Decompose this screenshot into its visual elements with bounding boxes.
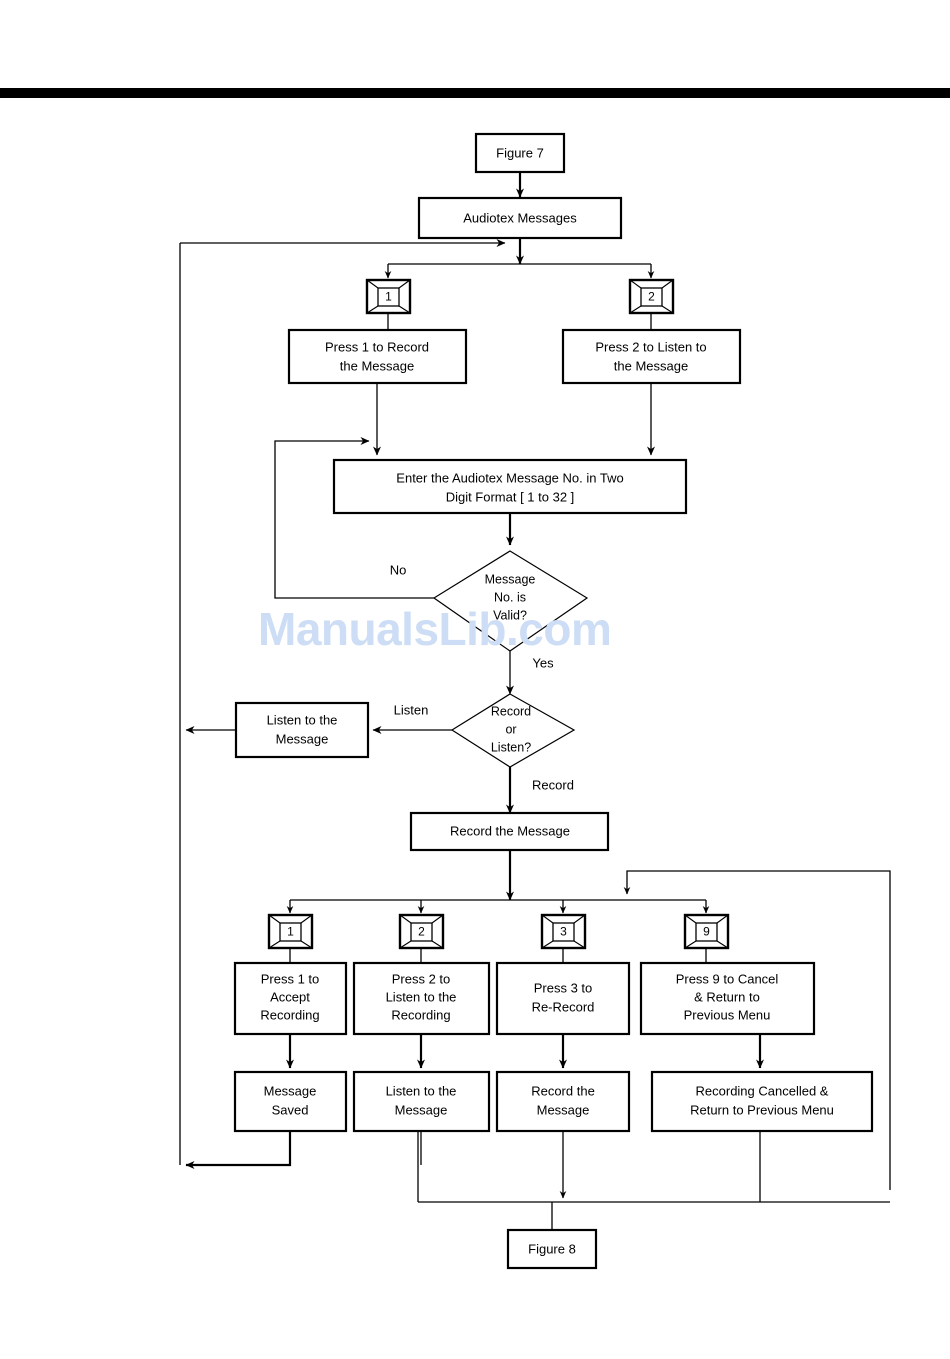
node-press2-listen-recording[interactable] [352, 961, 491, 1036]
node-listen-message-bottom[interactable] [352, 1070, 491, 1133]
node-press9-cancel-line1: Press 9 to Cancel [676, 971, 779, 986]
node-press9-cancel[interactable] [639, 961, 816, 1036]
node-figure7-label: Figure 7 [496, 145, 544, 160]
node-recordmsg2-line1: Record the [531, 1083, 595, 1098]
node-record-the-message[interactable] [409, 811, 610, 852]
node-press2-listen[interactable] [561, 328, 742, 385]
node-valid-line3: Valid? [493, 608, 527, 622]
node-recording-cancelled[interactable] [650, 1070, 874, 1133]
node-message-saved-line1: Message [264, 1083, 317, 1098]
node-figure8-label: Figure 8 [528, 1241, 576, 1256]
keypad-b1-label: 1 [287, 925, 294, 939]
node-press9-cancel-line2: & Return to [694, 989, 760, 1004]
node-record-msg-label: Record the Message [450, 823, 570, 838]
header-rule [0, 88, 950, 98]
node-recordlisten-line3: Listen? [491, 740, 531, 754]
keypad-1-icon[interactable]: 1 [365, 278, 412, 315]
node-press3-rerecord-line2: Re-Record [532, 999, 595, 1014]
node-enter-message-no-line1: Enter the Audiotex Message No. in Two [396, 470, 623, 485]
keypad-b3-label: 3 [560, 925, 567, 939]
node-press3-rerecord-line1: Press 3 to [534, 980, 593, 995]
edge-label-listen: Listen [394, 702, 429, 717]
edge-right-return-rail [623, 870, 891, 1190]
node-recordlisten-line2: or [505, 722, 516, 736]
edge-label-no: No [390, 562, 407, 577]
node-listenmsg2-line1: Listen to the [386, 1083, 457, 1098]
keypad-b3-icon[interactable]: 3 [540, 913, 587, 950]
keypad-2-icon[interactable]: 2 [628, 278, 675, 315]
node-press1-record-line1: Press 1 to Record [325, 339, 429, 354]
node-record-or-listen-decision[interactable]: Record or Listen? [450, 693, 576, 768]
keypad-1-label: 1 [385, 290, 392, 304]
node-record-message-bottom[interactable] [495, 1070, 631, 1133]
node-listenmsg2-line2: Message [395, 1102, 448, 1117]
node-figure7[interactable] [474, 132, 566, 174]
edge-no-loopback [274, 437, 434, 599]
node-message-valid-decision[interactable]: Message No. is Valid? [432, 550, 589, 652]
node-press2-listenrec-line1: Press 2 to [392, 971, 451, 986]
keypad-b2-icon[interactable]: 2 [398, 913, 445, 950]
node-enter-message-no[interactable] [332, 458, 688, 515]
node-message-saved[interactable] [233, 1070, 348, 1133]
edge-label-yes: Yes [532, 655, 554, 670]
node-listen-to-message[interactable] [234, 701, 370, 759]
edge-saved-to-return [185, 1131, 292, 1169]
node-valid-line2: No. is [494, 590, 526, 604]
node-press2-listen-line2: the Message [614, 358, 688, 373]
node-press9-cancel-line3: Previous Menu [684, 1007, 771, 1022]
node-press2-listen-line1: Press 2 to Listen to [595, 339, 706, 354]
node-press1-accept[interactable] [233, 961, 348, 1036]
node-recordmsg2-line2: Message [537, 1102, 590, 1117]
node-press1-accept-line1: Press 1 to [261, 971, 320, 986]
node-reccancelled-line1: Recording Cancelled & [696, 1083, 829, 1098]
node-press3-rerecord[interactable] [495, 961, 631, 1036]
node-press1-accept-line3: Recording [260, 1007, 319, 1022]
keypad-2-label: 2 [648, 290, 655, 304]
keypad-b9-icon[interactable]: 9 [683, 913, 730, 950]
node-enter-message-no-line2: Digit Format [ 1 to 32 ] [446, 489, 575, 504]
node-listen-msg-line2: Message [276, 731, 329, 746]
node-audiotex-messages[interactable] [417, 196, 623, 240]
node-press2-listenrec-line2: Listen to the [386, 989, 457, 1004]
node-recordlisten-line1: Record [491, 704, 531, 718]
node-message-saved-line2: Saved [272, 1102, 309, 1117]
node-figure8[interactable] [506, 1228, 598, 1270]
node-listen-msg-line1: Listen to the [267, 712, 338, 727]
keypad-b1-icon[interactable]: 1 [267, 913, 314, 950]
edge-label-record: Record [532, 777, 574, 792]
node-press1-record[interactable] [287, 328, 468, 385]
node-audiotex-label: Audiotex Messages [463, 210, 577, 225]
node-reccancelled-line2: Return to Previous Menu [690, 1102, 834, 1117]
node-press2-listenrec-line3: Recording [391, 1007, 450, 1022]
node-press1-accept-line2: Accept [270, 989, 310, 1004]
keypad-b9-label: 9 [703, 925, 710, 939]
node-valid-line1: Message [485, 572, 536, 586]
keypad-b2-label: 2 [418, 925, 425, 939]
node-press1-record-line2: the Message [340, 358, 414, 373]
